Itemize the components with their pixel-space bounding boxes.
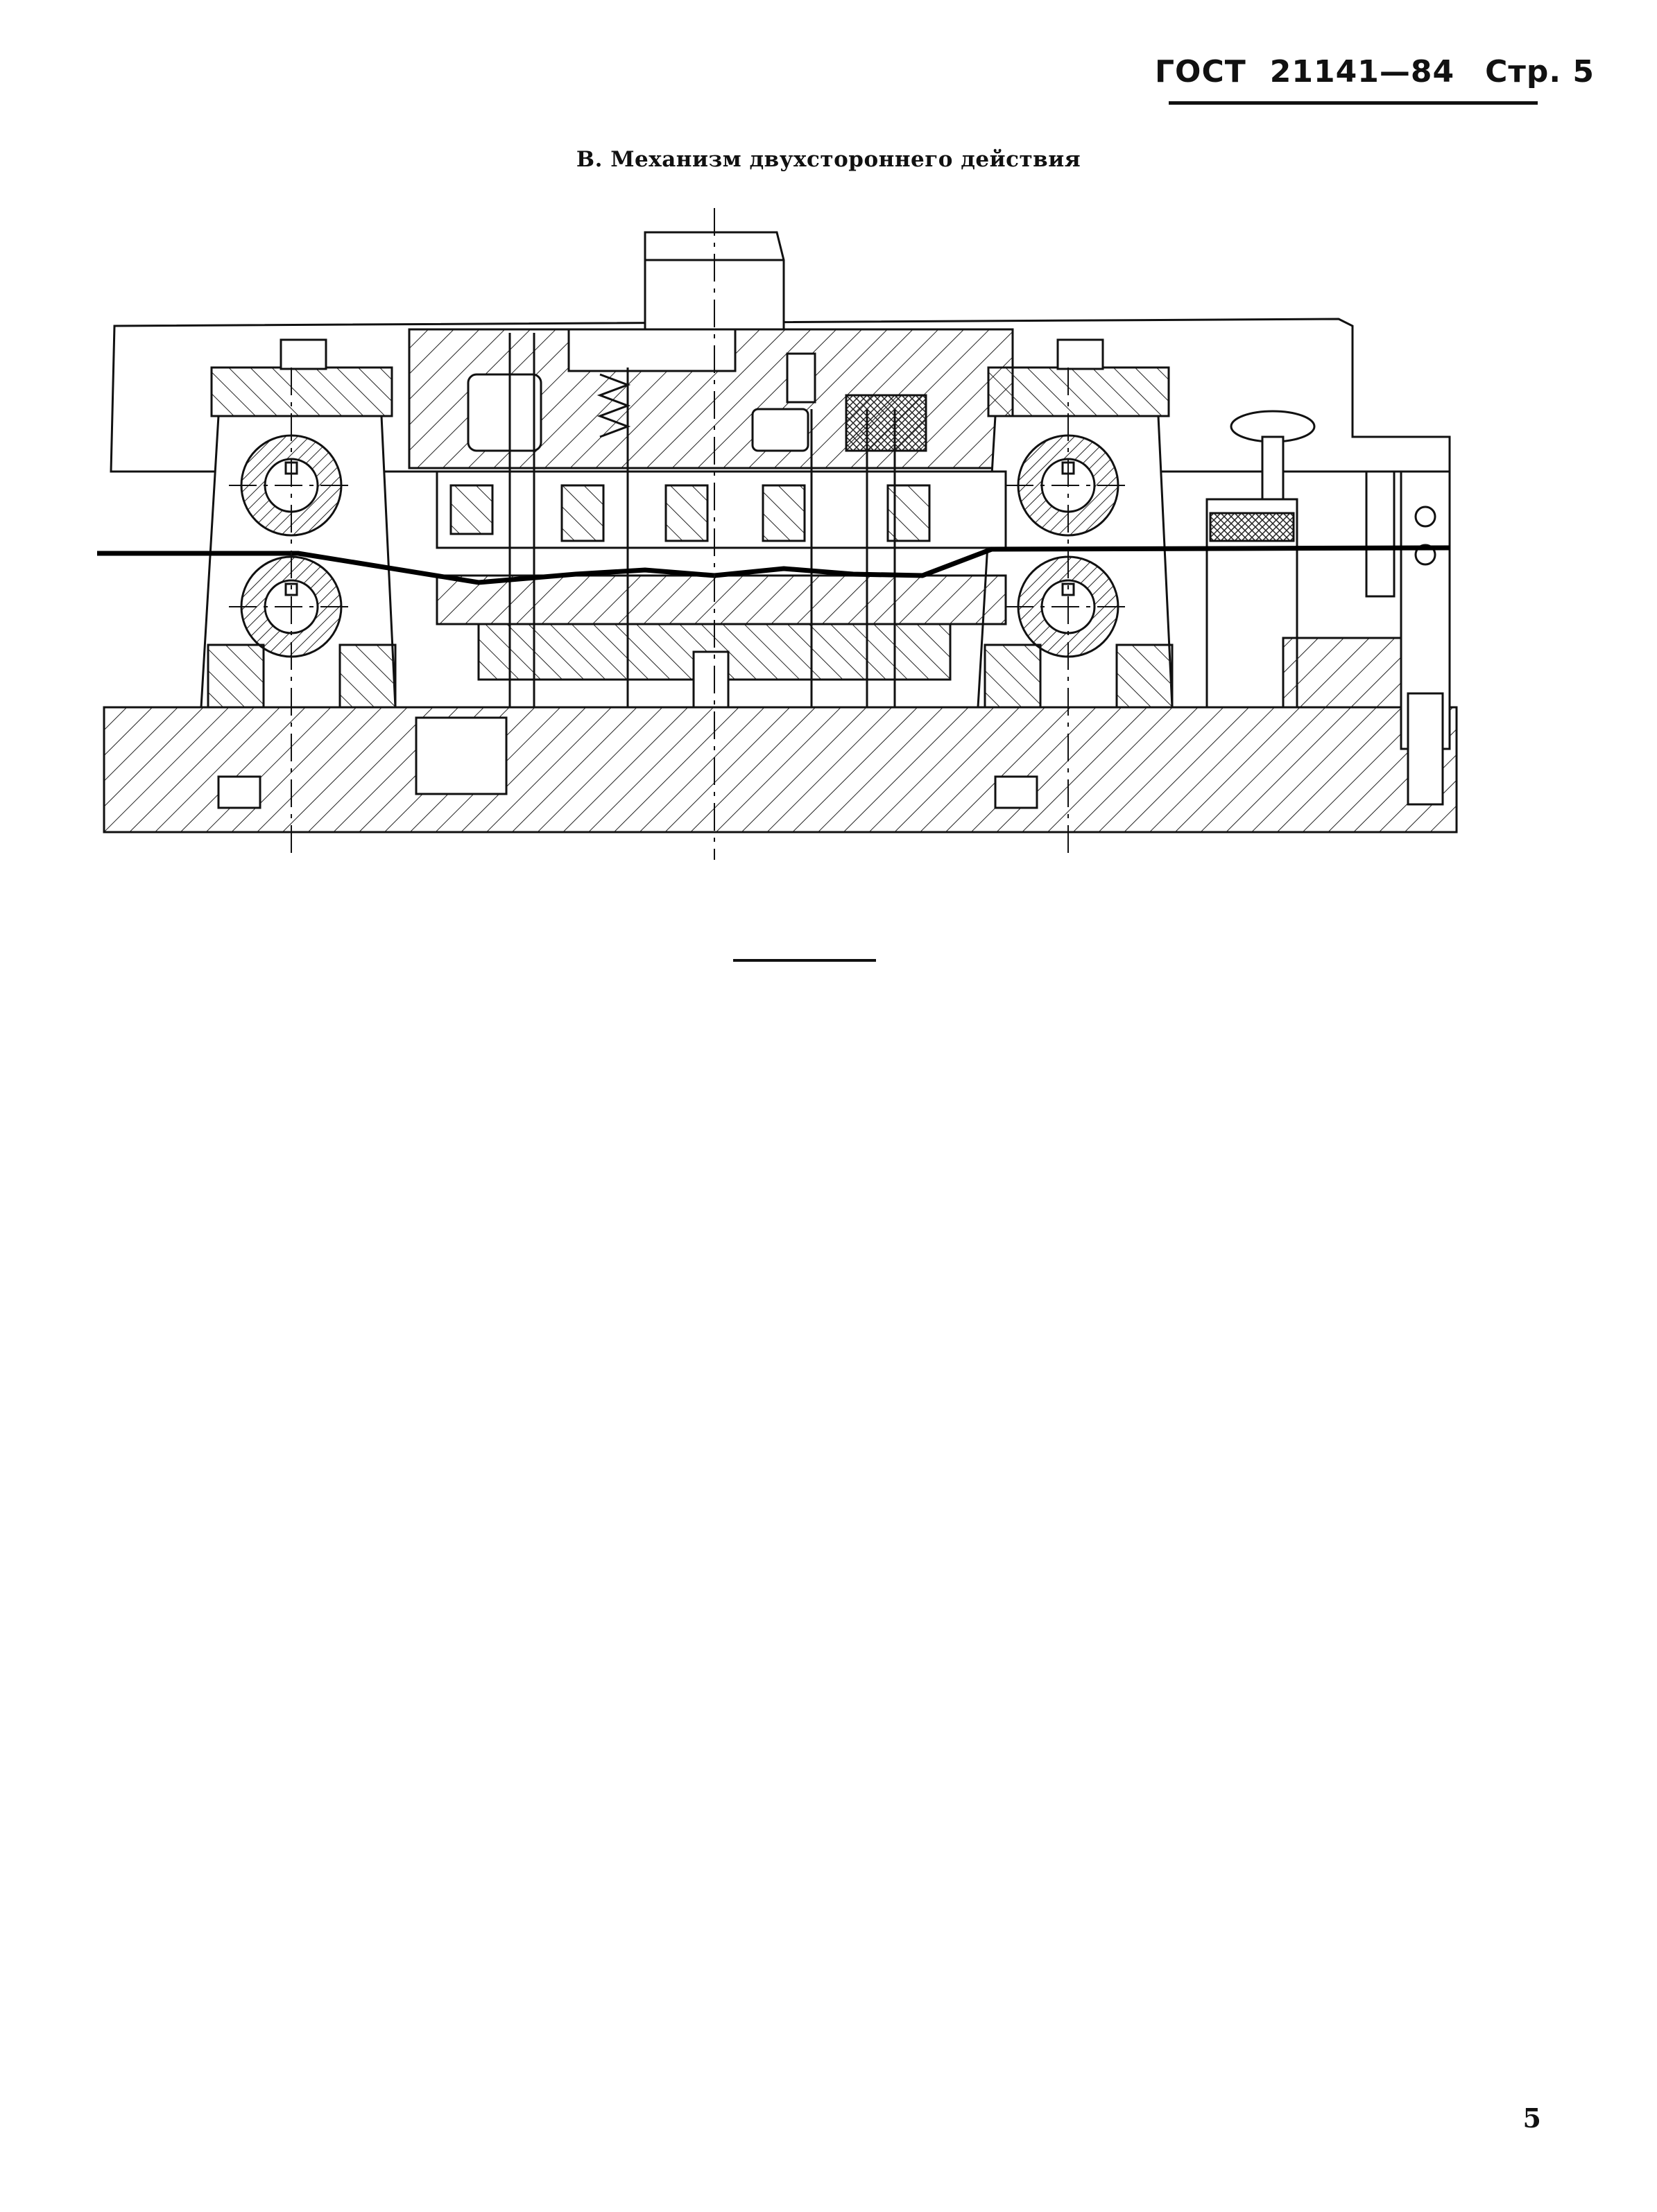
standard-label: ГОСТ: [1155, 54, 1246, 89]
section-end-rule: [733, 959, 876, 962]
page-reference: Стр. 5: [1485, 54, 1595, 89]
header-underline: [1169, 101, 1538, 105]
die-plate: [436, 574, 1007, 625]
mechanism-drawing: [97, 208, 1458, 860]
base-plate: [103, 706, 1458, 833]
page-header: ГОСТ 21141—84 Стр. 5: [1155, 54, 1595, 89]
base-slot: [415, 716, 508, 795]
standard-number: 21141—84: [1269, 54, 1455, 89]
right-stand-cap: [987, 366, 1170, 417]
figure-caption: В. Механизм двухстороннего действия: [576, 147, 1081, 172]
page-number: 5: [1522, 2102, 1541, 2134]
left-stand-cap: [210, 366, 393, 417]
